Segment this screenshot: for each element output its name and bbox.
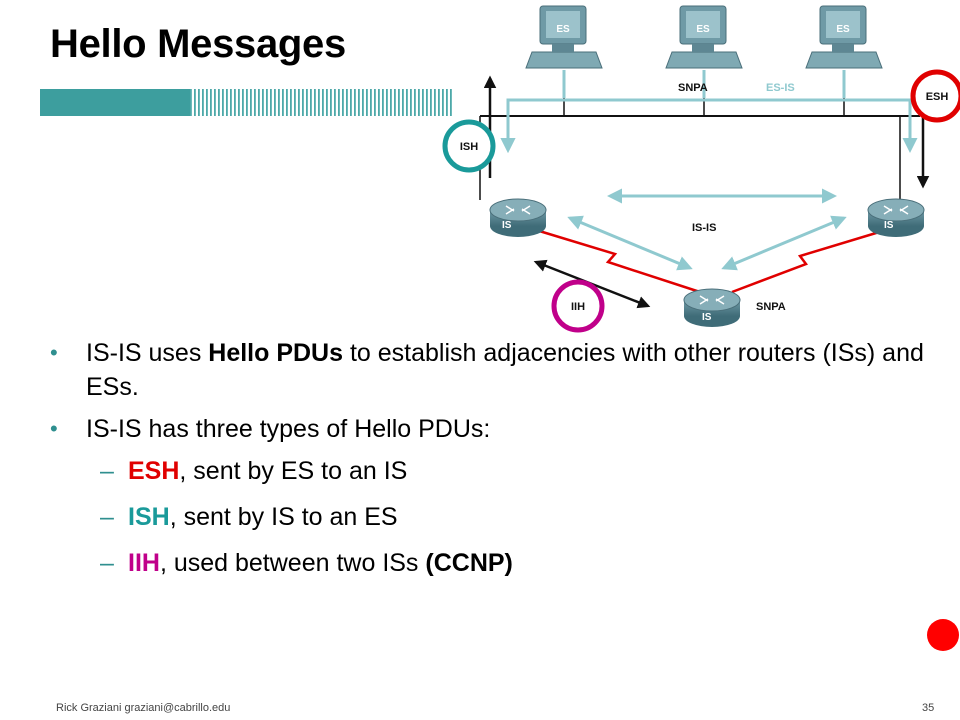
subbullet-key: ISH <box>128 503 170 531</box>
network-diagram: ES ES ES SNPA ES- <box>442 5 960 333</box>
dash-icon: – <box>100 503 114 531</box>
workstation-es-1: ES <box>525 5 603 69</box>
subbullet-rest: , sent by ES to an IS <box>179 457 408 485</box>
snpa-bottom-label: SNPA <box>756 301 786 313</box>
subbullet-extra: (CCNP) <box>425 549 513 577</box>
ish-circle <box>442 119 496 173</box>
iih-circle <box>551 279 605 333</box>
router-is-right: IS <box>867 198 925 237</box>
is-label: IS <box>702 312 712 323</box>
bullet-dot-icon: • <box>50 416 58 441</box>
snpa-top-label: SNPA <box>678 82 708 94</box>
bullet-list: • IS-IS uses Hello PDUs to establish adj… <box>50 336 930 592</box>
bullet-text-post: to establish adjacencies with other rout… <box>86 339 924 401</box>
bullet-text: IS-IS has three types of Hello PDUs: <box>86 415 491 443</box>
workstation-es-2: ES <box>665 5 743 69</box>
bullet-item: • IS-IS has three types of Hello PDUs: <box>50 412 930 446</box>
router-is-bottom: IS <box>683 288 741 327</box>
ish-label: ISH <box>460 141 478 153</box>
es-label: ES <box>696 24 710 35</box>
page-number: 35 <box>922 702 935 714</box>
subbullet-rest: , used between two ISs <box>159 549 426 577</box>
router-is-left: IS <box>489 198 547 237</box>
subbullet-item-esh: – ESH, sent by ES to an IS <box>50 454 930 500</box>
bullet-text-pre: IS-IS uses <box>86 339 209 367</box>
red-dot-icon <box>927 619 959 651</box>
subbullet-item-iih: – IIH, used between two ISs (CCNP) <box>50 546 930 592</box>
dash-icon: – <box>100 457 114 485</box>
esh-circle <box>910 69 960 123</box>
esh-label: ESH <box>926 91 949 103</box>
subbullet-key: IIH <box>128 549 160 577</box>
workstation-es-3: ES <box>805 5 883 69</box>
subbullet-rest: , sent by IS to an ES <box>169 503 398 531</box>
is-label: IS <box>884 220 894 231</box>
subbullet-item-ish: – ISH, sent by IS to an ES <box>50 500 930 546</box>
bullet-item: • IS-IS uses Hello PDUs to establish adj… <box>50 336 930 404</box>
footer-author: Rick Graziani graziani@cabrillo.edu <box>56 702 231 714</box>
bullet-dot-icon: • <box>50 340 58 365</box>
iih-label: IIH <box>571 301 585 313</box>
subbullet-key: ESH <box>128 457 180 485</box>
dash-icon: – <box>100 549 114 577</box>
is-label: IS <box>502 220 512 231</box>
es-is-label: ES-IS <box>766 82 795 94</box>
bullet-text-bold: Hello PDUs <box>208 339 344 367</box>
is-is-label: IS-IS <box>692 222 716 234</box>
slide-title: Hello Messages <box>50 22 346 66</box>
es-label: ES <box>836 24 850 35</box>
es-label: ES <box>556 24 570 35</box>
decorative-barcode-bar <box>40 89 452 116</box>
